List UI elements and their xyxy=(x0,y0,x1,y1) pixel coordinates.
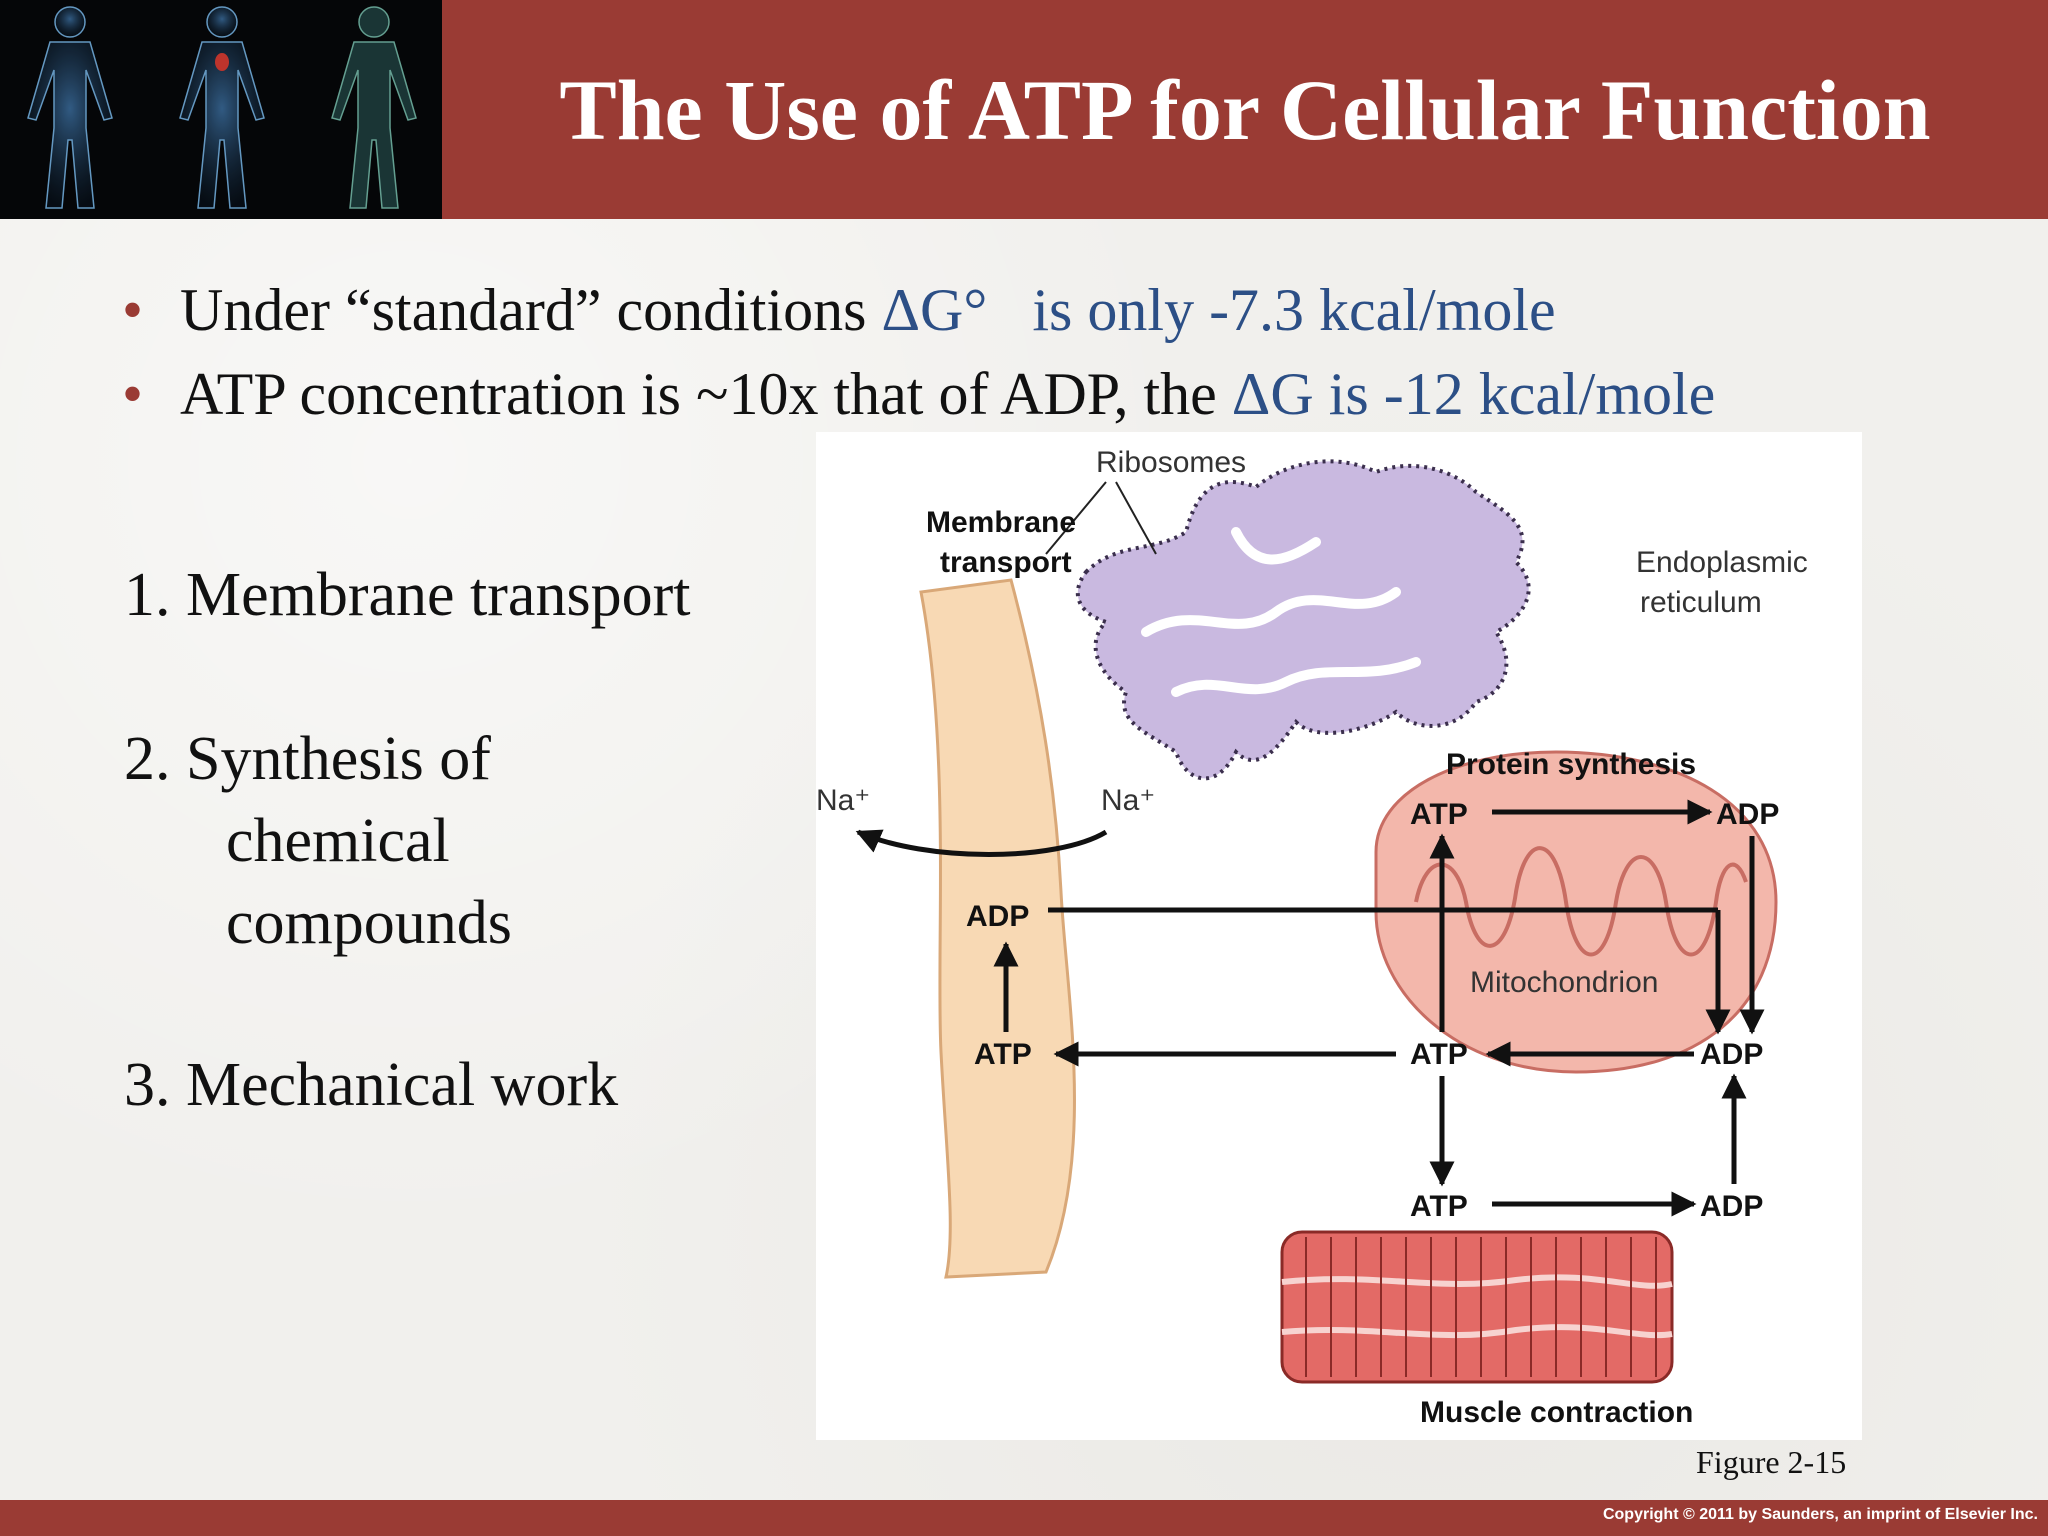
label-adp-membrane: ADP xyxy=(966,900,1029,933)
muscle-fiber-shape xyxy=(1280,1230,1674,1384)
bullet-dot: • xyxy=(122,277,144,343)
atp-use-diagram: Ribosomes Membrane transport Endoplasmic… xyxy=(816,432,1862,1440)
sodium-transport-arrow xyxy=(855,829,1108,857)
title-bar: The Use of ATP for Cellular Function xyxy=(0,0,2048,219)
energy-flow-arrows xyxy=(993,799,1765,1217)
list-item-synthesis-line3: compounds xyxy=(226,889,512,957)
label-atp-mito: ATP xyxy=(1410,1038,1468,1071)
bullet-atp-concentration: • ATP concentration is ~10x that of ADP,… xyxy=(122,352,2022,436)
label-na-right: Na⁺ xyxy=(1101,784,1155,817)
bullet-standard-conditions: • Under “standard” conditions ΔG° is onl… xyxy=(122,268,2022,352)
muscle-striations xyxy=(1305,1237,1657,1377)
label-protein-synthesis: Protein synthesis xyxy=(1446,748,1696,781)
cell-membrane-shape xyxy=(919,578,1076,1279)
human-figures-icon xyxy=(27,6,417,209)
figure-caption: Figure 2-15 xyxy=(1696,1444,1847,1480)
list-item-synthesis-line2: chemical xyxy=(226,807,450,875)
bullet-text: ATP concentration is ~10x that of ADP, t… xyxy=(180,361,1232,427)
list-item-synthesis: 2. Synthesis of xyxy=(124,725,491,793)
label-atp-protein: ATP xyxy=(1410,798,1468,831)
ribosome-pointer xyxy=(1045,481,1157,555)
label-na-left: Na⁺ xyxy=(816,784,870,817)
list-item-membrane-transport: 1. Membrane transport xyxy=(124,561,691,629)
endoplasmic-reticulum-shape xyxy=(1075,459,1531,781)
bullet-highlight: ΔG is -12 kcal/mole xyxy=(1231,361,1716,427)
label-atp-muscle: ATP xyxy=(1410,1190,1468,1223)
bullet-text: Under “standard” conditions xyxy=(180,277,882,343)
page-title: The Use of ATP for Cellular Function xyxy=(559,61,1931,158)
label-adp-mito: ADP xyxy=(1700,1038,1763,1071)
copyright-text: Copyright © 2011 by Saunders, an imprint… xyxy=(1602,1506,2038,1523)
footer-bar: Copyright © 2011 by Saunders, an imprint… xyxy=(0,1500,2048,1536)
list-item-mechanical-work: 3. Mechanical work xyxy=(124,1051,619,1119)
diagram-canvas: Ribosomes Membrane transport Endoplasmic… xyxy=(816,446,1808,1429)
label-membrane-transport-2: transport xyxy=(940,546,1072,579)
label-er-1: Endoplasmic xyxy=(1636,546,1808,579)
label-muscle-contraction: Muscle contraction xyxy=(1420,1396,1693,1429)
label-adp-protein: ADP xyxy=(1716,798,1779,831)
bullet-highlight: ΔG° is only -7.3 kcal/mole xyxy=(881,277,1556,343)
label-ribosomes: Ribosomes xyxy=(1096,446,1246,479)
label-er-2: reticulum xyxy=(1640,586,1762,619)
bullet-dot: • xyxy=(122,361,144,427)
label-mitochondrion: Mitochondrion xyxy=(1470,966,1658,999)
label-atp-membrane: ATP xyxy=(974,1038,1032,1071)
anatomy-banner-image xyxy=(0,0,442,219)
label-membrane-transport-1: Membrane xyxy=(926,506,1076,539)
bullet-list: • Under “standard” conditions ΔG° is onl… xyxy=(122,268,2022,436)
label-adp-muscle: ADP xyxy=(1700,1190,1763,1223)
